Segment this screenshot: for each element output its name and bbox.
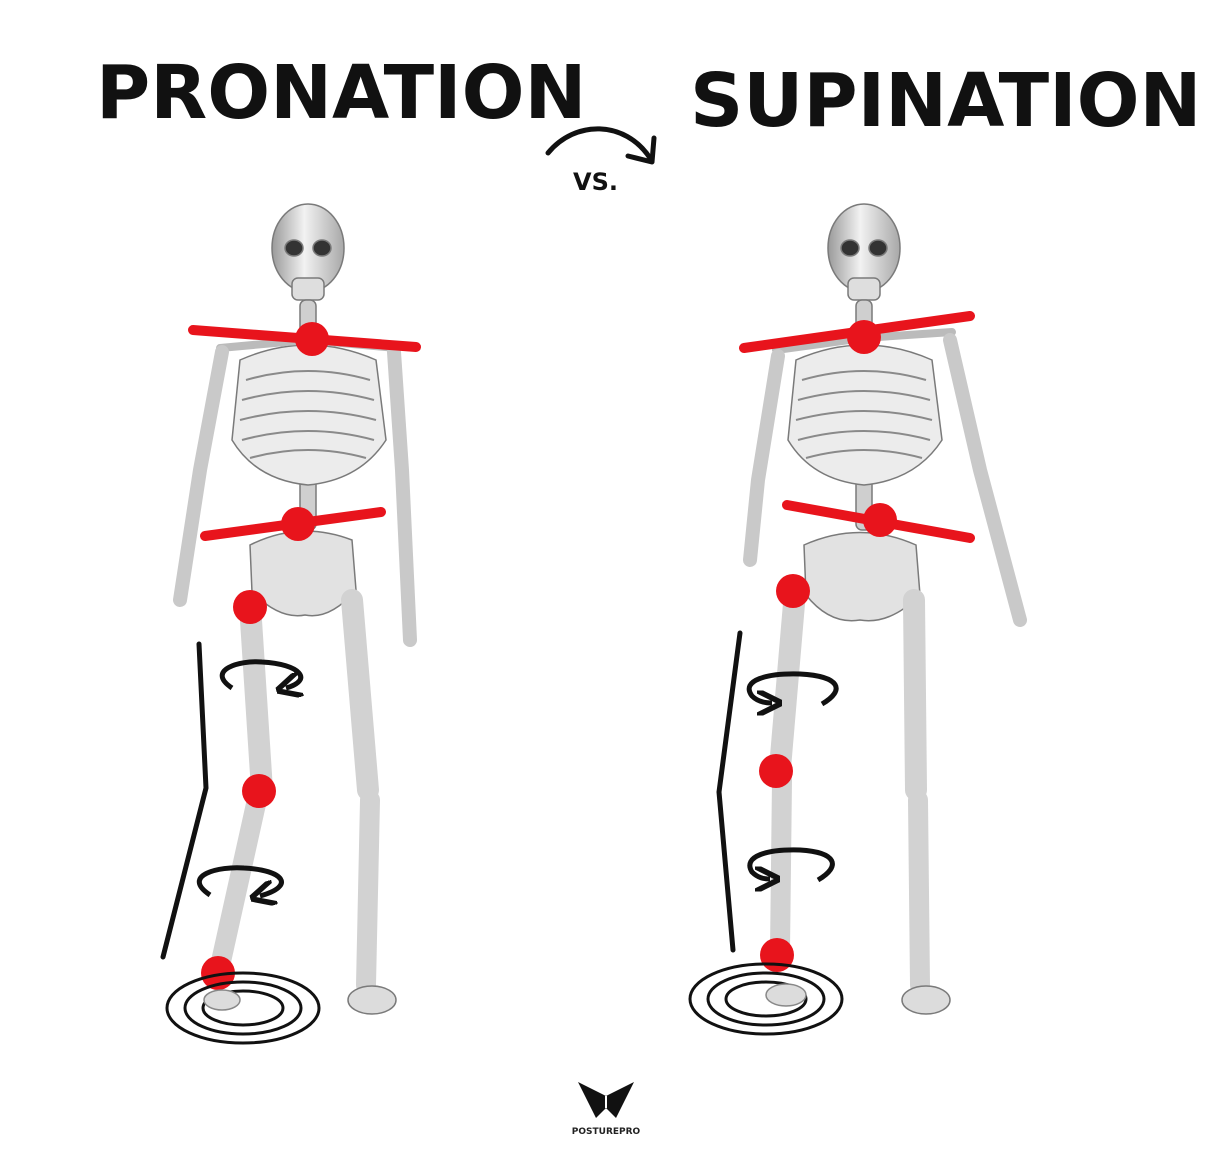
rotation-arrow-icon	[746, 671, 839, 704]
hip-marker	[281, 507, 315, 541]
supinated-tibia	[770, 770, 792, 960]
supination-skeleton	[743, 203, 1027, 1015]
supinated-femur	[769, 581, 806, 779]
right-arm	[943, 333, 1027, 627]
target-rings-icon	[165, 971, 321, 1045]
standing-tibia	[908, 790, 930, 995]
knee-marker	[242, 774, 276, 808]
vs-label: VS.	[573, 168, 618, 196]
knee-marker	[759, 754, 793, 788]
femur-head-marker	[776, 574, 810, 608]
alignment-line	[160, 641, 209, 960]
left-arm	[743, 349, 785, 567]
rib-cage	[231, 344, 387, 486]
curved-arrow-icon	[545, 126, 653, 161]
rotation-arrow-icon	[196, 865, 284, 896]
shoulder-marker	[847, 320, 881, 354]
pronated-tibia	[208, 785, 268, 985]
curved-arrow-head	[625, 135, 657, 165]
pronation-markers	[160, 322, 421, 1045]
rib-cage	[787, 344, 943, 486]
left-arm	[173, 345, 229, 607]
pronation-title: PRONATION	[96, 50, 587, 136]
standing-tibia	[356, 790, 380, 995]
pronation-skeleton	[173, 203, 417, 1015]
right-arm	[387, 345, 417, 647]
supination-markers	[688, 311, 975, 1036]
standing-femur	[341, 589, 379, 801]
rotation-arrow-icon	[747, 847, 835, 880]
shoulder-marker	[295, 322, 329, 356]
femur-head-marker	[233, 590, 267, 624]
pronated-femur	[239, 594, 273, 801]
brand-name: POSTUREPRO	[571, 1127, 641, 1137]
rotation-arrow-icon	[219, 659, 301, 688]
supination-title: SUPINATION	[690, 58, 1202, 144]
hip-marker	[863, 503, 897, 537]
pelvis	[803, 531, 921, 622]
target-rings-icon	[688, 962, 844, 1036]
posturepro-logo-icon	[578, 1082, 634, 1118]
standing-femur	[903, 589, 927, 801]
alignment-line	[716, 630, 743, 953]
